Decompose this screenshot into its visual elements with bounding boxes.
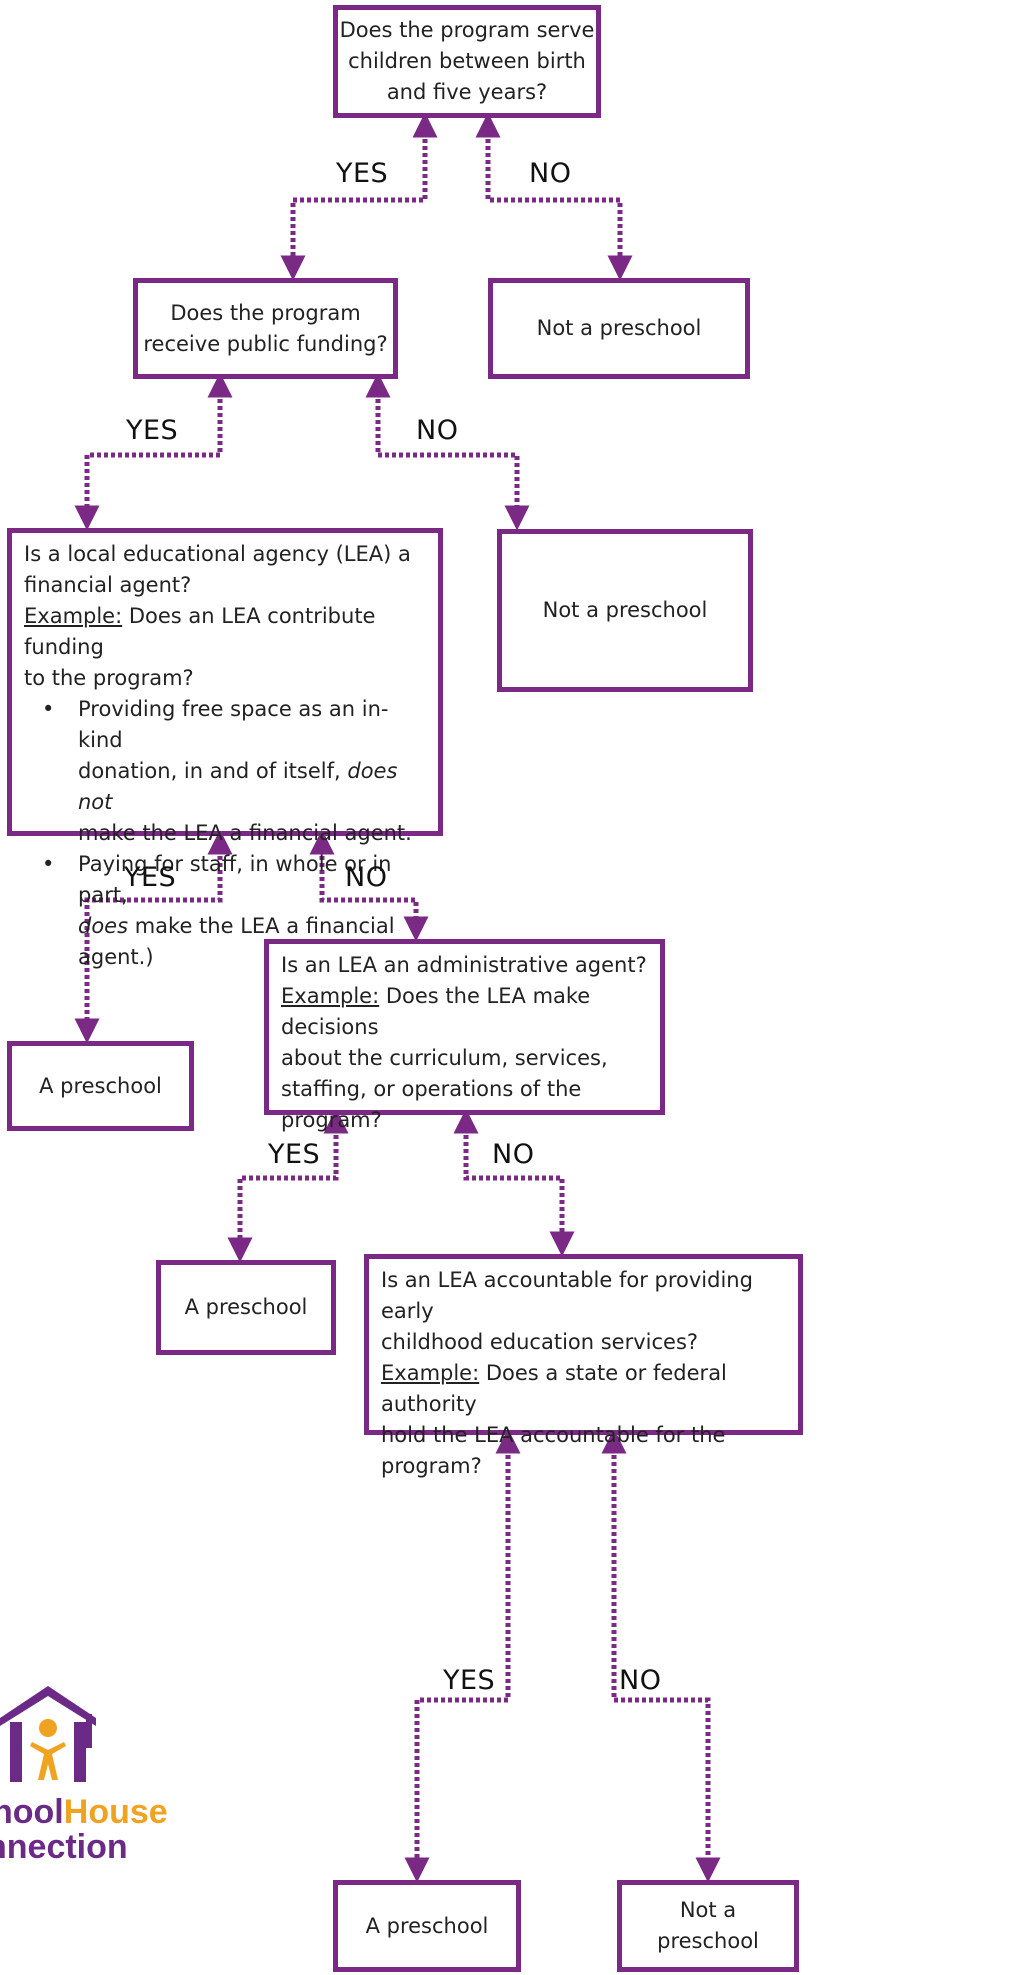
q2-line-1: Does the program [170, 300, 361, 325]
q4-line-4: staffing, or operations of the [281, 1077, 582, 1101]
q5-example: Example: Does a state or federal authori… [381, 1358, 788, 1420]
no-connector-q5 [601, 1428, 721, 1883]
q3-b2-line-2: does make the LEA a financial agent.) [78, 911, 428, 973]
yes-label-2: YES [126, 415, 179, 446]
q5-line-1: Is an LEA accountable for providing earl… [381, 1268, 753, 1323]
yes-label-4: YES [268, 1139, 321, 1170]
q3-b2-italic: does [78, 914, 129, 938]
result-preschool-1: A preschool [7, 1041, 194, 1131]
no1-text: Not a preschool [536, 316, 702, 340]
q5-example-label: Example: [381, 1361, 480, 1385]
yes-connector-q3 [74, 829, 233, 1044]
logo-text-part-1: hool [0, 1793, 64, 1831]
result-not-preschool-1: Not a preschool [488, 278, 750, 379]
q5-line-5: program? [381, 1454, 482, 1478]
yes-label-1: YES [336, 158, 389, 189]
q4-example: Example: Does the LEA make decisions [281, 981, 650, 1043]
q1-line-1: Does the program serve [339, 18, 595, 42]
q3-b2-line-1: Paying for staff, in whole or in part, [78, 852, 392, 907]
no-label-5: NO [619, 1665, 662, 1696]
question-serves-birth-to-five: Does the program serve children between … [333, 5, 601, 118]
logo-text-line-1: hoolHouse [0, 1795, 168, 1829]
question-lea-administrative-agent: Is an LEA an administrative agent? Examp… [264, 939, 665, 1132]
no-label-3: NO [345, 862, 388, 893]
q1-line-2: children between birth [348, 49, 586, 73]
q3-b1-line-2: donation, in and of itself, does not [78, 756, 428, 818]
yes-connector-q1 [280, 112, 438, 281]
q2-line-2: receive public funding? [143, 331, 388, 356]
q3-b1-line-1: Providing free space as an in-kind [78, 697, 389, 752]
yes1-text: A preschool [39, 1073, 162, 1098]
question-lea-financial-agent: Is a local educational agency (LEA) a fi… [7, 528, 443, 969]
q3-example-cont: to the program? [24, 666, 194, 690]
no-connector-q3 [309, 829, 429, 942]
q3-b1-line-3: make the LEA a financial agent. [78, 821, 412, 845]
q4-example-text: Does the LEA make decisions [281, 984, 591, 1039]
q4-line-1: Is an LEA an administrative agent? [281, 953, 647, 977]
q3-example: Example: Does an LEA contribute funding [24, 601, 428, 663]
question-public-funding: Does the program receive public funding? [133, 278, 398, 379]
logo-text-line-2: nnection [0, 1828, 128, 1866]
no-label-1: NO [529, 158, 572, 189]
q3-line-1: Is a local educational agency (LEA) a [24, 542, 411, 566]
q3-example-label: Example: [24, 604, 123, 628]
no-label-2: NO [416, 415, 459, 446]
yes-label-3: YES [124, 862, 177, 893]
bullet-dot: • [42, 852, 55, 876]
schoolhouse-connection-logo: hoolHouse nnection [0, 1670, 168, 1975]
result-preschool-2: A preschool [156, 1260, 336, 1355]
q5-example-text: Does a state or federal authority [381, 1361, 727, 1416]
q4-example-label: Example: [281, 984, 380, 1008]
q4-line-3: about the curriculum, services, [281, 1046, 608, 1070]
no2-text: Not a preschool [542, 598, 708, 622]
logo-text-part-2: House [63, 1793, 168, 1831]
q3-b1-line-2-text: donation, in and of itself, [78, 759, 348, 783]
yes2-text: A preschool [184, 1295, 308, 1319]
bullet-dot: • [42, 697, 55, 721]
yes3-text: A preschool [365, 1913, 489, 1938]
no-connector-q1 [475, 112, 633, 281]
q1-line-3: and five years? [386, 80, 548, 104]
no3-line-2: preschool [657, 1929, 759, 1953]
q5-line-4: hold the LEA accountable for the [381, 1423, 726, 1447]
q3-b1-italic: does not [78, 759, 398, 814]
no-connector-q2 [365, 372, 530, 531]
yes-label-5: YES [443, 1665, 496, 1696]
q3-bullet-2: • Paying for staff, in whole or in part,… [24, 849, 428, 973]
yes-connector-q4 [227, 1108, 349, 1263]
q3-line-2: financial agent? [24, 573, 192, 597]
q3-bullet-1: • Providing free space as an in-kind don… [24, 694, 428, 849]
yes-connector-q5 [404, 1428, 521, 1883]
no3-line-1: Not a [679, 1898, 737, 1922]
q4-line-5: program? [281, 1108, 382, 1132]
question-lea-accountable: Is an LEA accountable for providing earl… [364, 1254, 803, 1478]
result-preschool-3: A preschool [333, 1880, 521, 1972]
yes-connector-q2 [74, 372, 233, 531]
q3-example-text: Does an LEA contribute funding [24, 604, 376, 659]
no-connector-q4 [453, 1108, 575, 1257]
no-label-4: NO [492, 1139, 535, 1170]
result-not-preschool-2: Not a preschool [497, 529, 753, 692]
schoolhouse-roof-icon [0, 1686, 96, 1782]
q3-b2-line-2-text: make the LEA a financial agent.) [78, 914, 395, 969]
result-not-preschool-3: Not a preschool [617, 1880, 799, 1972]
q5-line-2: childhood education services? [381, 1330, 699, 1354]
